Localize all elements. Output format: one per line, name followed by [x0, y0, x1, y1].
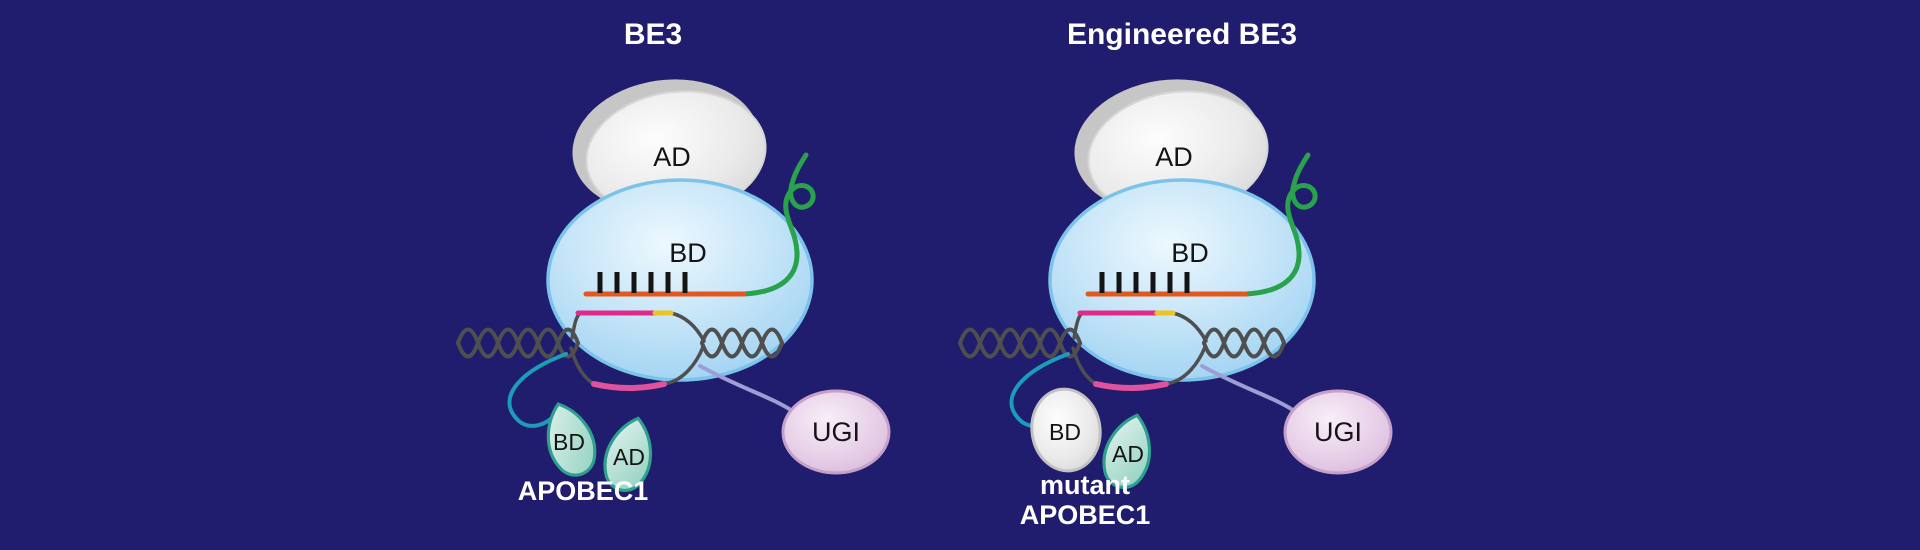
target-strand-connector-right: [1171, 311, 1208, 343]
dna-helix-right-strand2: [1202, 327, 1286, 359]
dna-helix-left-strand2: [456, 327, 580, 359]
cas9-bd-label: BD: [669, 238, 707, 268]
edited-strand: [591, 381, 667, 391]
cas9-ad-label: AD: [653, 142, 691, 172]
panel-title: BE3: [624, 18, 682, 51]
cas9-bd-body: [1048, 178, 1316, 382]
cas9-ad-label: AD: [1155, 142, 1193, 172]
apobec-linker: [507, 352, 568, 428]
ugi-body: [781, 389, 891, 475]
apobec-ad-label: AD: [613, 444, 645, 470]
apobec-mutant-bd-body: [1030, 387, 1102, 473]
ugi-label: UGI: [1314, 417, 1362, 447]
sgrna-scaffold: [741, 152, 816, 297]
apobec-name: APOBEC1: [518, 476, 649, 506]
apobec-ad-label: AD: [1112, 441, 1144, 467]
edited-strand-connector-right: [662, 345, 705, 386]
panel-engineered-be3: Engineered BE3 AD BD UGI: [958, 18, 1393, 530]
cas9-bd-label: BD: [1171, 238, 1209, 268]
cas9-bd-body: [546, 178, 814, 382]
ugi-label: UGI: [812, 417, 860, 447]
base-pair-ticks: [1099, 272, 1190, 293]
apobec-name-line1: mutant: [1040, 470, 1130, 500]
dna-helix-right-strand2: [700, 327, 784, 359]
base-pair-ticks: [597, 272, 688, 293]
ugi-linker: [698, 364, 796, 414]
edited-strand-connector-right: [1164, 345, 1207, 386]
dna-helix-left-strand2: [958, 327, 1082, 359]
apobec-bd-label: BD: [553, 429, 585, 455]
target-strand-connector-right: [669, 311, 706, 343]
ugi-linker: [1200, 364, 1298, 414]
edited-strand: [1093, 381, 1169, 391]
ugi-body: [1283, 389, 1393, 475]
panel-be3: BE3 AD BD UGI: [456, 18, 891, 506]
apobec-bd-label: BD: [1049, 419, 1081, 445]
panel-title: Engineered BE3: [1067, 18, 1297, 51]
sgrna-scaffold: [1243, 152, 1318, 297]
apobec-name-line2: APOBEC1: [1020, 500, 1151, 530]
